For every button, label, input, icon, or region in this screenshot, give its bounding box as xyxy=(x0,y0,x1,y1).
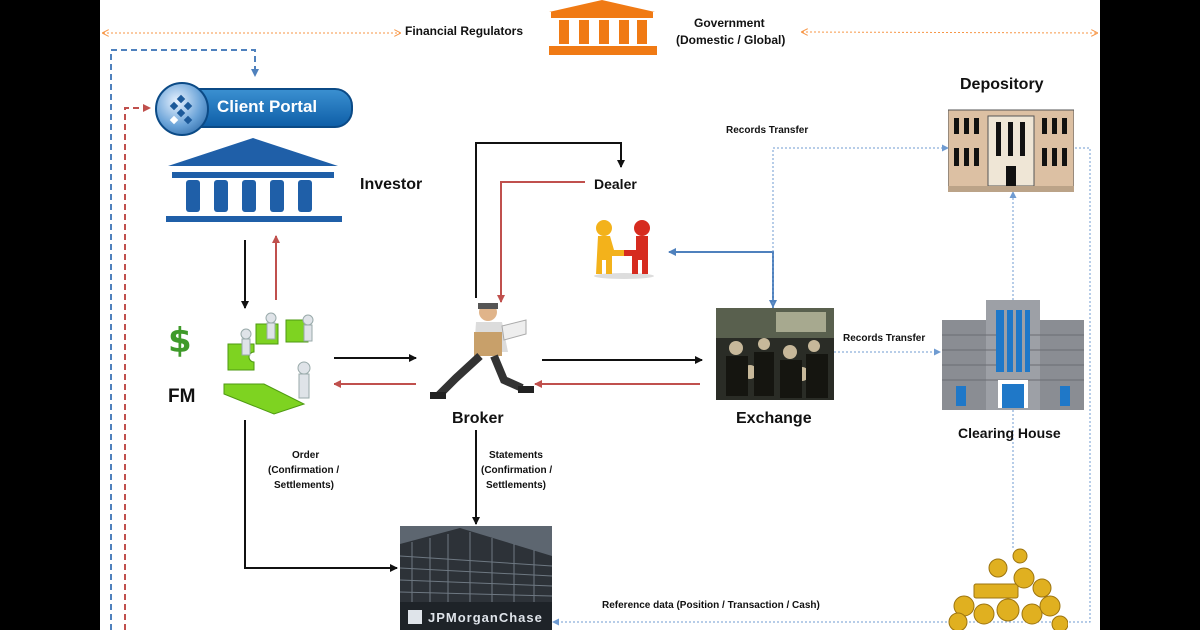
arrow-broker-to-dealer xyxy=(475,142,625,298)
arrow-dealer-to-broker xyxy=(497,181,585,303)
statements-label-line1: Statements xyxy=(489,450,543,461)
fm-label: FM xyxy=(168,386,196,407)
exchange-label: Exchange xyxy=(736,410,812,427)
regulator-line-right xyxy=(802,32,1097,33)
records-transfer-top-label: Records Transfer xyxy=(726,125,809,136)
government-sub-label: (Domestic / Global) xyxy=(676,33,786,47)
records-transfer-mid-label: Records Transfer xyxy=(843,333,926,344)
government-label: Government xyxy=(694,16,765,30)
gold-reserve-icon xyxy=(948,548,1068,630)
bank-building-photo: JPMorganChase xyxy=(400,526,552,630)
client-portal-label: Client Portal xyxy=(217,97,318,116)
client-portal-pill: Client Portal xyxy=(177,88,353,128)
exchange-floor-photo xyxy=(716,308,834,400)
depository-building-icon xyxy=(948,109,1074,192)
client-portal-globe-icon xyxy=(155,82,209,136)
client-portal-button[interactable]: Client Portal xyxy=(155,82,353,136)
order-label-line2: (Confirmation / xyxy=(268,465,340,476)
broker-label: Broker xyxy=(452,410,504,427)
broker-courier-icon xyxy=(430,303,534,399)
reference-data-line xyxy=(552,147,1091,626)
arrow-exchange-to-dealer xyxy=(668,248,774,308)
clearing-house-building-icon xyxy=(942,300,1084,410)
bank-logo-text: JPMorganChase xyxy=(428,610,543,625)
records-transfer-to-depository xyxy=(772,144,949,308)
reference-data-label: Reference data (Position / Transaction /… xyxy=(602,600,820,611)
investor-building-icon xyxy=(166,138,342,222)
financial-regulators-label: Financial Regulators xyxy=(405,24,524,38)
dealer-handshake-icon xyxy=(594,220,654,279)
statements-label-line2: (Confirmation / xyxy=(481,465,553,476)
portal-feed-blue xyxy=(110,49,259,630)
government-building-icon xyxy=(549,0,657,55)
fm-puzzle-icon: $ xyxy=(158,312,334,420)
order-label-line3: Settlements) xyxy=(274,480,335,491)
arrow-fm-to-bank xyxy=(244,420,398,572)
dealer-label: Dealer xyxy=(594,176,637,192)
statements-label-line3: Settlements) xyxy=(486,480,547,491)
investor-label: Investor xyxy=(360,176,423,193)
clearing-house-label: Clearing House xyxy=(958,425,1061,441)
portal-feed-red xyxy=(124,104,151,630)
depository-label: Depository xyxy=(960,76,1044,93)
svg-text:$: $ xyxy=(168,321,192,361)
order-label-line1: Order xyxy=(292,450,320,461)
